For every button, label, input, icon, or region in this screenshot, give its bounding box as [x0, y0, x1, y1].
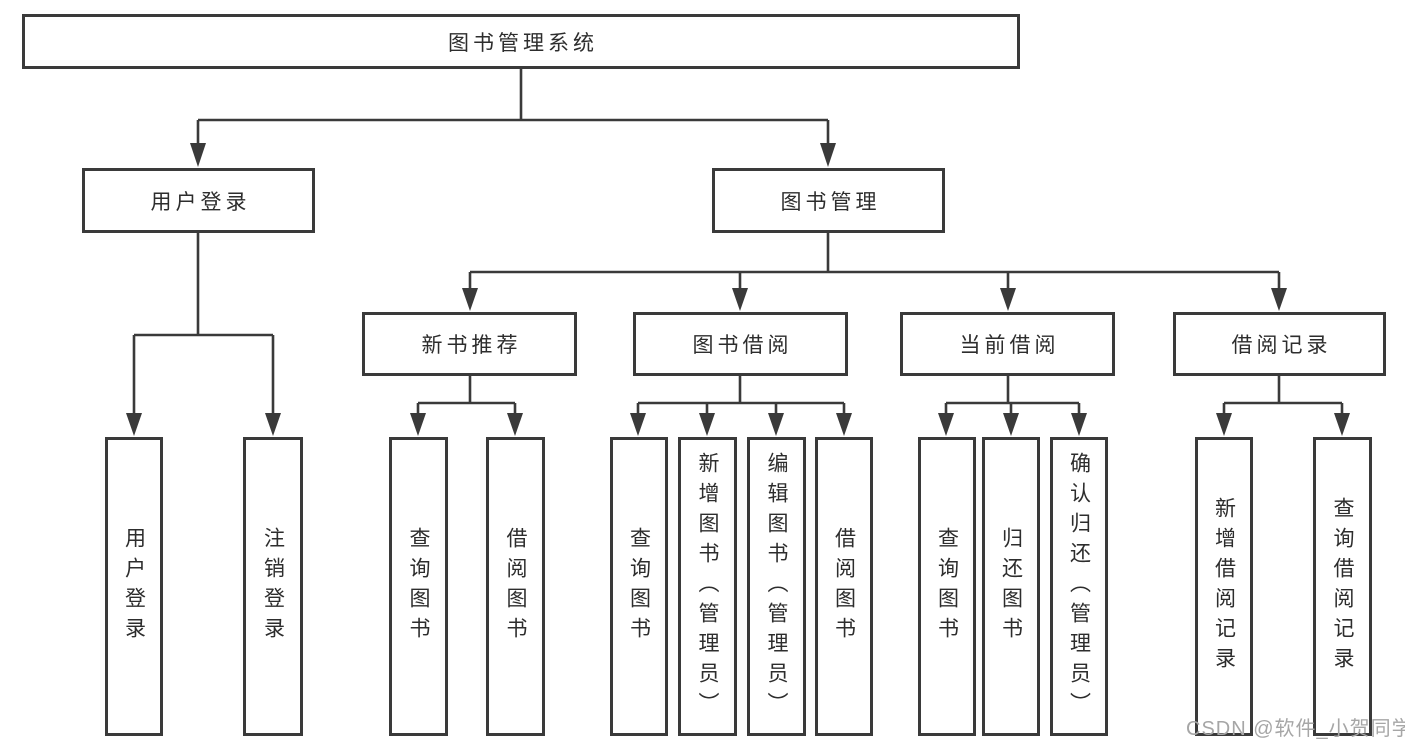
leaf-newbooks-borrow-books: 借阅图书 [486, 437, 545, 736]
leaf-user-login: 用户登录 [105, 437, 163, 736]
node-user-login: 用户登录 [82, 168, 315, 233]
leaf-return-books-label: 归还图书 [999, 526, 1023, 647]
leaf-borrowing-query-books: 查询图书 [610, 437, 668, 736]
node-user-login-label: 用户登录 [150, 190, 251, 214]
node-new-book-recommend-label: 新书推荐 [421, 334, 522, 357]
leaf-query-borrow-record-label: 查询借阅记录 [1331, 496, 1354, 677]
leaf-newbooks-query-books-label: 查询图书 [407, 526, 430, 647]
node-current-borrowing-label: 当前借阅 [959, 334, 1060, 357]
leaf-add-borrow-record: 新增借阅记录 [1195, 437, 1253, 736]
node-borrowing-records: 借阅记录 [1173, 312, 1386, 376]
node-new-book-recommend: 新书推荐 [362, 312, 577, 376]
leaf-user-login-label: 用户登录 [122, 526, 146, 647]
leaf-confirm-return-admin-label: 确认归还（管理员） [1067, 451, 1091, 722]
leaf-newbooks-borrow-books-label: 借阅图书 [504, 526, 527, 647]
node-current-borrowing: 当前借阅 [900, 312, 1115, 376]
leaf-borrowing-query-books-label: 查询图书 [627, 526, 651, 647]
node-book-borrowing: 图书借阅 [633, 312, 848, 376]
watermark: CSDN @软件_小贺同学 [1186, 718, 1405, 740]
leaf-confirm-return-admin: 确认归还（管理员） [1050, 437, 1108, 736]
leaf-borrowing-borrow-books: 借阅图书 [815, 437, 873, 736]
leaf-query-borrow-record: 查询借阅记录 [1313, 437, 1372, 736]
leaf-edit-book-admin-label: 编辑图书（管理员） [765, 451, 788, 722]
node-book-management-label: 图书管理 [780, 190, 881, 214]
node-borrowing-records-label: 借阅记录 [1231, 334, 1332, 357]
leaf-current-query-books: 查询图书 [918, 437, 976, 736]
leaf-borrowing-borrow-books-label: 借阅图书 [832, 526, 856, 647]
leaf-logout-label: 注销登录 [261, 526, 285, 647]
node-root-label: 图书管理系统 [448, 31, 598, 55]
node-root: 图书管理系统 [22, 14, 1020, 69]
leaf-add-book-admin-label: 新增图书（管理员） [696, 451, 719, 722]
leaf-edit-book-admin: 编辑图书（管理员） [747, 437, 806, 736]
leaf-add-borrow-record-label: 新增借阅记录 [1212, 496, 1236, 677]
leaf-logout: 注销登录 [243, 437, 303, 736]
leaf-current-query-books-label: 查询图书 [935, 526, 959, 647]
node-book-borrowing-label: 图书借阅 [692, 334, 793, 357]
leaf-newbooks-query-books: 查询图书 [389, 437, 448, 736]
leaf-add-book-admin: 新增图书（管理员） [678, 437, 737, 736]
node-book-management: 图书管理 [712, 168, 945, 233]
leaf-return-books: 归还图书 [982, 437, 1040, 736]
